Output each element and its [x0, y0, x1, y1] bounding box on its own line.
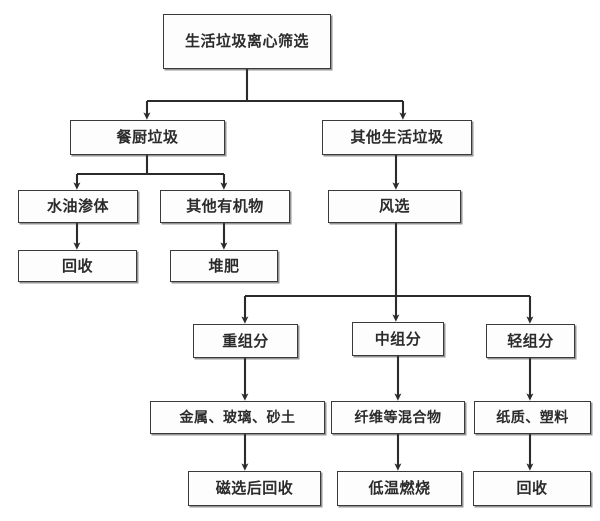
- node-recycle-left[interactable]: 回收: [18, 250, 137, 282]
- node-fiber-mixture[interactable]: 纤维等混合物: [331, 401, 465, 434]
- node-light-fraction[interactable]: 轻组分: [486, 324, 575, 358]
- node-recycle-right[interactable]: 回收: [473, 471, 591, 506]
- edge-air-separation-to-heavy: [241, 223, 530, 324]
- node-heavy-fraction[interactable]: 重组分: [193, 324, 298, 358]
- node-water-oil-leachate[interactable]: 水油渗体: [18, 190, 138, 223]
- node-low-temperature-combustion-label: 低温燃烧: [368, 479, 431, 497]
- node-air-separation-label: 风选: [378, 197, 410, 215]
- edge-kitchen-to-leachate: [73, 155, 224, 190]
- node-recycle-left-label: 回收: [61, 256, 93, 275]
- node-paper-plastic[interactable]: 纸质、塑料: [474, 401, 591, 434]
- node-water-oil-leachate-label: 水油渗体: [46, 197, 109, 215]
- node-magnetic-separation-recycle-label: 磁选后回收: [215, 479, 294, 497]
- node-air-separation[interactable]: 风选: [328, 190, 461, 223]
- node-other-domestic-waste[interactable]: 其他生活垃圾: [322, 120, 472, 155]
- node-metal-glass-sand[interactable]: 金属、玻璃、砂土: [150, 401, 325, 434]
- node-low-temperature-combustion[interactable]: 低温燃烧: [337, 471, 462, 506]
- node-heavy-fraction-label: 重组分: [222, 331, 269, 350]
- node-recycle-right-label: 回收: [516, 479, 548, 497]
- node-centrifugal-screening-label: 生活垃圾离心筛选: [184, 32, 309, 50]
- node-centrifugal-screening[interactable]: 生活垃圾离心筛选: [163, 14, 331, 69]
- node-medium-fraction-label: 中组分: [374, 329, 422, 348]
- node-other-domestic-waste-label: 其他生活垃圾: [350, 128, 444, 146]
- node-composting-label: 堆肥: [208, 256, 240, 275]
- node-metal-glass-sand-label: 金属、玻璃、砂土: [179, 409, 296, 426]
- node-magnetic-separation-recycle[interactable]: 磁选后回收: [188, 471, 321, 506]
- edge-screening-to-kitchen-waste: [143, 69, 403, 120]
- node-paper-plastic-label: 纸质、塑料: [496, 409, 569, 426]
- node-medium-fraction[interactable]: 中组分: [352, 322, 444, 356]
- node-fiber-mixture-label: 纤维等混合物: [354, 409, 442, 426]
- node-other-organics-label: 其他有机物: [186, 197, 264, 215]
- node-other-organics[interactable]: 其他有机物: [160, 190, 290, 223]
- node-kitchen-waste[interactable]: 餐厨垃圾: [70, 120, 225, 155]
- node-kitchen-waste-label: 餐厨垃圾: [116, 128, 179, 146]
- node-composting[interactable]: 堆肥: [170, 250, 278, 282]
- node-light-fraction-label: 轻组分: [507, 331, 554, 350]
